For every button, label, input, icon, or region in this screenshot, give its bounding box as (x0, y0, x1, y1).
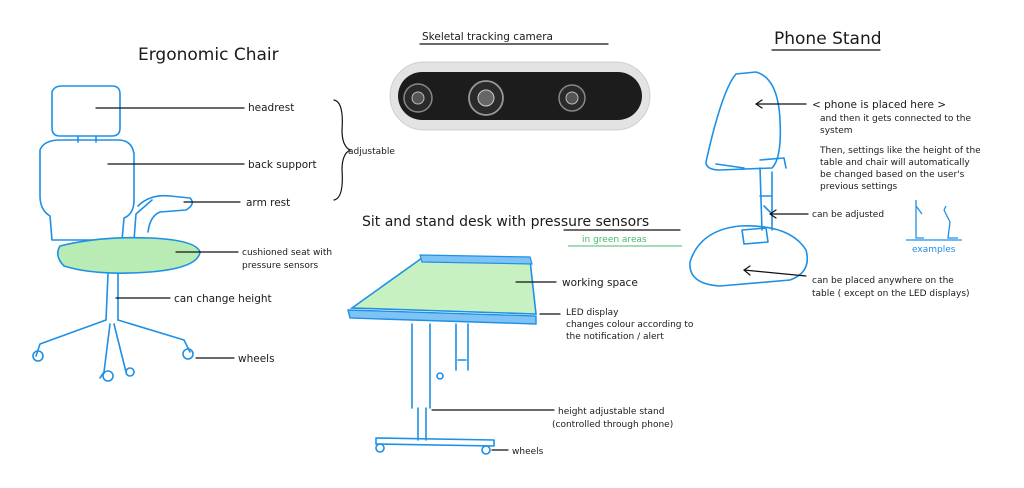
ergonomic-chair-section: Ergonomic Chair headrest (32, 45, 395, 382)
desk-wheel-1 (375, 443, 385, 453)
chair-title: Ergonomic Chair (138, 45, 279, 65)
chair-base (35, 319, 191, 379)
example-stand-2 (943, 205, 958, 239)
led-label-line1: LED display (566, 308, 619, 318)
anywhere-line2: table ( except on the LED displays) (812, 289, 970, 299)
chair-wheels-label: wheels (238, 353, 275, 365)
phone-stand-drawing (689, 71, 809, 287)
seat-label-line1: cushioned seat with (242, 248, 332, 258)
phone-arm-joint (759, 195, 773, 215)
phone-examples: examples (906, 200, 962, 255)
stand-label-line2: (controlled through phone) (552, 420, 673, 430)
chair-wheel-3 (102, 370, 114, 382)
chair-back-shape (39, 139, 135, 241)
seat-label-line2: pressure sensors (242, 261, 319, 271)
desk-feet (375, 437, 495, 447)
adjustable-label: adjustable (348, 147, 395, 157)
chair-armrest-front (133, 199, 153, 241)
desk-leg-inner (417, 359, 467, 441)
phone-holder (705, 71, 782, 171)
camera-body (398, 72, 642, 120)
phone-placed-line2: and then it gets connected to the (820, 114, 971, 124)
phone-placed-arrow (754, 99, 807, 109)
working-space-label: working space (562, 277, 638, 289)
desk-title: Sit and stand desk with pressure sensors (362, 214, 649, 230)
phone-base (689, 225, 809, 287)
desk-led-edge-back (419, 254, 533, 265)
phone-stand-section: Phone Stand examples < phone is placed h… (689, 29, 981, 299)
desk-leg-right (455, 323, 469, 371)
chair-wheel-1 (32, 350, 44, 362)
desk-annotations: working space LED display changes colour… (431, 277, 694, 457)
camera-title: Skeletal tracking camera (422, 31, 553, 43)
anywhere-arrow (742, 265, 807, 277)
back-support-label: back support (248, 159, 317, 171)
arm-rest-label: arm rest (246, 197, 290, 209)
headrest-label: headrest (248, 102, 294, 114)
camera-lens-2-core (477, 89, 495, 107)
height-label: can change height (174, 293, 272, 305)
examples-label: examples (912, 245, 956, 255)
phone-arm (759, 167, 773, 231)
chair-wheel-4 (125, 367, 135, 377)
chair-headrest-shape (51, 85, 121, 137)
adjusted-label: can be adjusted (812, 210, 884, 220)
example-stand-1 (915, 200, 924, 239)
phone-placed-line1: < phone is placed here > (812, 99, 946, 111)
phone-settings-line3: be changed based on the user's (820, 170, 965, 180)
chair-headrest-neck (77, 135, 97, 143)
desk-top-surface (349, 257, 537, 315)
desk-title-emph: pressure sensors (531, 214, 650, 230)
phone-settings-line4: previous settings (820, 182, 898, 192)
phone-settings-line2: table and chair will automatically (820, 158, 970, 168)
led-label-line3: the notification / alert (566, 332, 664, 342)
anywhere-line1: can be placed anywhere on the (812, 276, 954, 286)
chair-armrest-shape (137, 194, 194, 233)
chair-wheel-2 (182, 348, 194, 360)
camera-lens-1-core (411, 91, 425, 105)
chair-annotations: headrest back support arm rest adjustabl… (95, 99, 395, 365)
desk-wheels-label: wheels (512, 447, 544, 457)
led-label-line2: changes colour according to (566, 320, 694, 330)
desk-section: Sit and stand desk with pressure sensors… (347, 214, 694, 457)
phone-title: Phone Stand (774, 29, 882, 49)
desk-leg-left (411, 323, 431, 409)
desk-led-edge-front (347, 309, 537, 325)
adjustable-brace (333, 99, 352, 201)
green-areas-note: in green areas (582, 235, 647, 245)
stand-label-line1: height adjustable stand (558, 407, 664, 417)
phone-placed-line3: system (820, 126, 853, 136)
phone-annotations: < phone is placed here > and then it get… (742, 99, 981, 299)
chair-stem (105, 273, 119, 321)
desk-wheel-2 (481, 445, 491, 455)
phone-base-neck (741, 227, 769, 245)
desk-title-prefix: Sit and stand desk with (362, 214, 531, 230)
phone-settings-line1: Then, settings like the height of the (819, 146, 981, 156)
desk-drawing (347, 254, 537, 455)
phone-clip (715, 157, 787, 169)
adjusted-arrow (768, 209, 809, 219)
camera-lenses (403, 80, 586, 116)
camera-lens-3-core (565, 91, 579, 105)
chair-seat-shape (56, 236, 201, 274)
desk-wheel-3 (436, 372, 444, 380)
camera-section: Skeletal tracking camera (389, 31, 651, 131)
chair-drawing (32, 85, 201, 382)
